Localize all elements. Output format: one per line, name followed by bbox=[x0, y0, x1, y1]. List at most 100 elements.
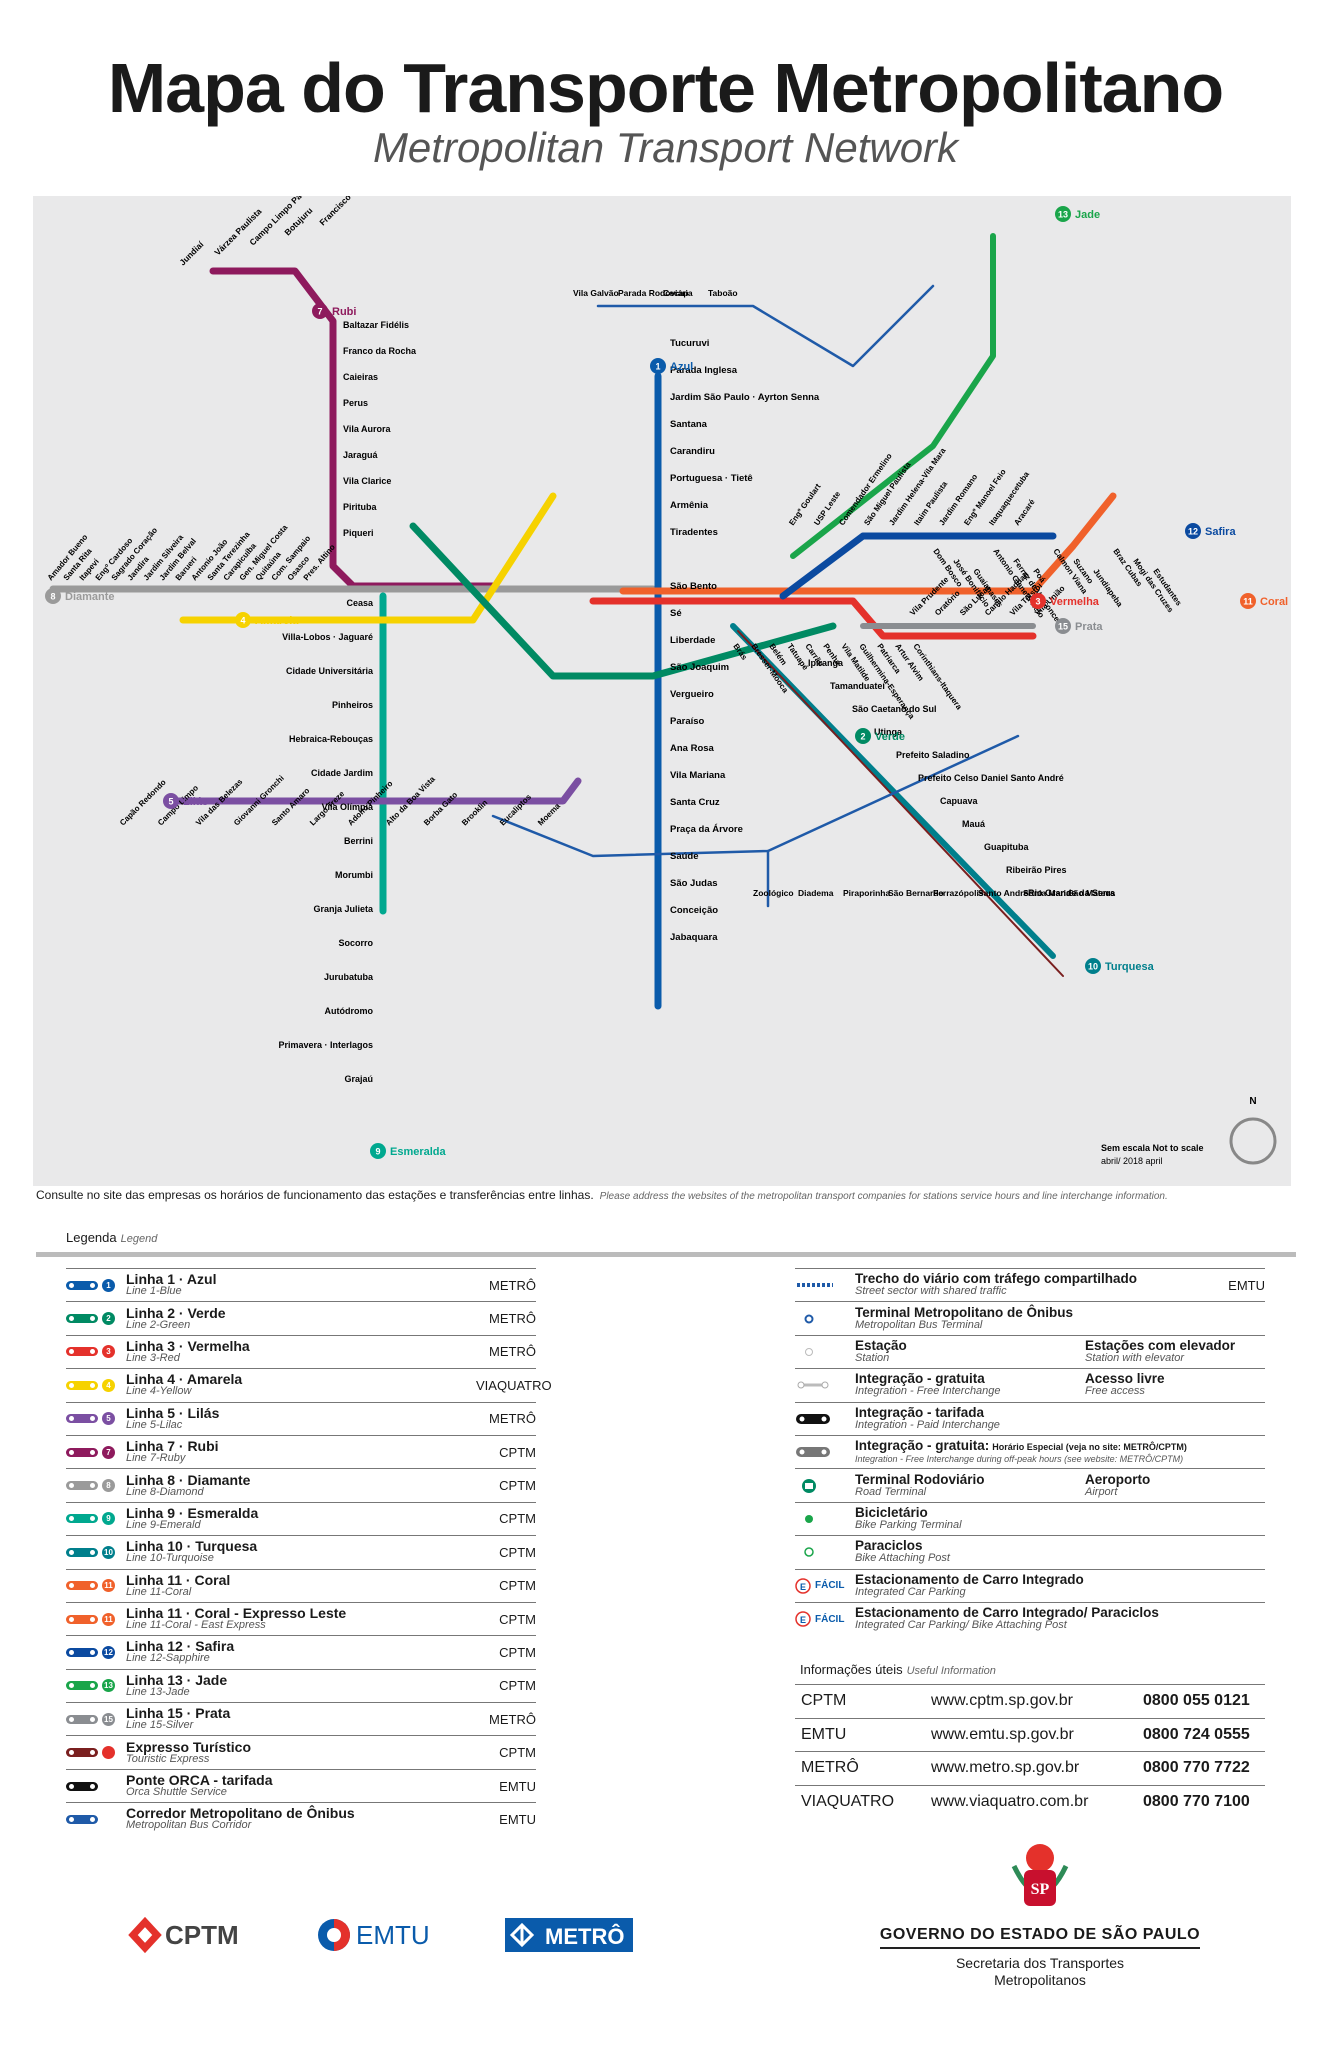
station-label-azul[interactable]: Armênia bbox=[670, 500, 709, 511]
station-label-azul[interactable]: Jardim São Paulo · Ayrton Senna bbox=[670, 392, 820, 403]
legend-symbol-english: Integration - Paid Interchange bbox=[855, 1418, 1000, 1431]
station-label-rubi[interactable]: Vila Aurora bbox=[343, 424, 392, 434]
station-label-rubi[interactable]: Franco da Rocha bbox=[343, 346, 417, 356]
station-label-corredor[interactable]: São Bernardo bbox=[888, 888, 944, 898]
station-label-azul[interactable]: São Judas bbox=[670, 878, 718, 889]
station-label-azul[interactable]: Sé bbox=[670, 608, 682, 619]
station-label-esmeralda[interactable]: Hebraica-Rebouças bbox=[289, 734, 373, 744]
station-label-rubi[interactable]: Baltazar Fidélis bbox=[343, 320, 409, 330]
station-label-corredor[interactable]: Zoológico bbox=[753, 888, 794, 898]
station-label-esmeralda[interactable]: Morumbi bbox=[335, 870, 373, 880]
station-label-esmeralda[interactable]: Socorro bbox=[338, 938, 373, 948]
station-label-turquesa[interactable]: Mauá bbox=[962, 819, 986, 829]
station-label-corredor[interactable]: Parada Rodoviária bbox=[618, 288, 693, 298]
station-label-azul[interactable]: Tucuruvi bbox=[670, 338, 709, 349]
station-label-esmeralda[interactable]: Vila Olímpia bbox=[322, 802, 374, 812]
station-label-esmeralda[interactable]: Autódromo bbox=[325, 1006, 374, 1016]
station-label-azul[interactable]: Portuguesa · Tietê bbox=[670, 473, 753, 484]
station-label-rubi[interactable]: Vila Clarice bbox=[343, 476, 391, 486]
station-label-azul[interactable]: Paraíso bbox=[670, 716, 705, 727]
station-label-esmeralda[interactable]: Pinheiros bbox=[332, 700, 373, 710]
station-label-azul[interactable]: Jabaquara bbox=[670, 932, 718, 943]
station-label-azul[interactable]: Santa Cruz bbox=[670, 797, 720, 808]
station-label-safira[interactable]: Aracaré bbox=[1012, 497, 1037, 527]
station-label-azul[interactable]: Parada Inglesa bbox=[670, 365, 738, 376]
station-label-turquesa[interactable]: Prefeito Celso Daniel Santo André bbox=[918, 773, 1064, 783]
station-label-lilas[interactable]: Moema bbox=[536, 801, 562, 827]
map-date[interactable]: abril/ 2018 april bbox=[1101, 1156, 1163, 1166]
station-label-turquesa[interactable]: Prefeito Saladino bbox=[896, 750, 970, 760]
station-label-azul[interactable]: Conceição bbox=[670, 905, 718, 916]
station-label-azul[interactable]: Vergueiro bbox=[670, 689, 714, 700]
station-label-turquesa[interactable]: Ribeirão Pires bbox=[1006, 865, 1067, 875]
station-label-turquesa[interactable]: Guapituba bbox=[984, 842, 1029, 852]
info-website[interactable]: www.cptm.sp.gov.br bbox=[931, 1692, 1073, 1710]
station-label-rubi-north[interactable]: Francisco Morato bbox=[317, 196, 374, 227]
station-label-azul[interactable]: Santana bbox=[670, 419, 708, 430]
station-label-corredor[interactable]: Diadema bbox=[798, 888, 834, 898]
station-label-esmeralda[interactable]: Granja Julieta bbox=[313, 904, 374, 914]
station-label-rubi[interactable]: Piqueri bbox=[343, 528, 374, 538]
station-label-esmeralda[interactable]: Cidade Jardim bbox=[311, 768, 373, 778]
station-label-rubi-north[interactable]: Jundiaí bbox=[177, 239, 206, 268]
station-label-esmeralda[interactable]: Primavera · Interlagos bbox=[278, 1040, 373, 1050]
station-label-turquesa[interactable]: Ipiranga bbox=[808, 658, 844, 668]
station-label-esmeralda[interactable]: Ceasa bbox=[346, 598, 374, 608]
scale-note[interactable]: Sem escala Not to scale bbox=[1101, 1143, 1204, 1153]
north-label[interactable]: N bbox=[1249, 1096, 1256, 1107]
station-label-turquesa[interactable]: Utinga bbox=[874, 727, 903, 737]
station-label-corredor[interactable]: Santo André bbox=[978, 888, 1028, 898]
station-label-azul[interactable]: Praça da Árvore bbox=[670, 824, 743, 835]
station-label-corredor[interactable]: Ferrazópolis bbox=[933, 888, 984, 898]
station-label-esmeralda[interactable]: Cidade Universitária bbox=[286, 666, 374, 676]
station-label-rubi[interactable]: Perus bbox=[343, 398, 368, 408]
station-label-turquesa[interactable]: São Caetano do Sul bbox=[852, 704, 937, 714]
station-label-azul[interactable]: Saúde bbox=[670, 851, 699, 862]
station-label-corredor[interactable]: Piraporinha bbox=[843, 888, 891, 898]
station-label-lilas[interactable]: Santo Amaro bbox=[270, 786, 311, 827]
info-website[interactable]: www.viaquatro.com.br bbox=[931, 1792, 1089, 1810]
station-label-lilas[interactable]: Borba Gato bbox=[422, 790, 459, 827]
station-label-turquesa[interactable]: Tamanduateí bbox=[830, 681, 885, 691]
station-label-azul[interactable]: Carandiru bbox=[670, 446, 715, 457]
station-label-rubi[interactable]: Pirituba bbox=[343, 502, 377, 512]
info-website[interactable]: www.emtu.sp.gov.br bbox=[931, 1725, 1074, 1743]
station-label-azul[interactable]: São Bento bbox=[670, 581, 717, 592]
station-label-rubi-north[interactable]: Campo Limpo Paulista bbox=[247, 196, 319, 247]
station-label-rubi[interactable]: Jaraguá bbox=[343, 450, 379, 460]
station-label-corredor[interactable]: Sônia Maria bbox=[1023, 888, 1071, 898]
station-label-turquesa[interactable]: Rio Grande da Serra bbox=[1028, 888, 1116, 898]
station-label-esmeralda[interactable]: Berrini bbox=[344, 836, 373, 846]
station-label-esmeralda[interactable]: Jurubatuba bbox=[324, 972, 374, 982]
station-label-corredor[interactable]: Cecap bbox=[663, 288, 689, 298]
station-label-rubi[interactable]: Caieiras bbox=[343, 372, 378, 382]
station-label-azul[interactable]: Ana Rosa bbox=[670, 743, 715, 754]
station-label-turquesa[interactable]: Capuava bbox=[940, 796, 979, 806]
station-label-corredor[interactable]: São Mateus bbox=[1068, 888, 1116, 898]
station-label-azul[interactable]: Vila Mariana bbox=[670, 770, 726, 781]
station-label-corredor[interactable]: Vila Galvão bbox=[573, 288, 619, 298]
station-label-azul[interactable]: Liberdade bbox=[670, 635, 715, 646]
station-label-esmeralda[interactable]: Grajaú bbox=[344, 1074, 373, 1084]
station-label-lilas[interactable]: Eucaliptos bbox=[498, 792, 533, 827]
station-label-esmeralda[interactable]: Villa-Lobos · Jaguaré bbox=[282, 632, 373, 642]
station-label-azul[interactable]: Tiradentes bbox=[670, 527, 718, 538]
station-label-azul[interactable]: São Joaquim bbox=[670, 662, 729, 673]
station-label-corredor[interactable]: Taboão bbox=[708, 288, 738, 298]
info-website[interactable]: www.metro.sp.gov.br bbox=[931, 1759, 1080, 1777]
